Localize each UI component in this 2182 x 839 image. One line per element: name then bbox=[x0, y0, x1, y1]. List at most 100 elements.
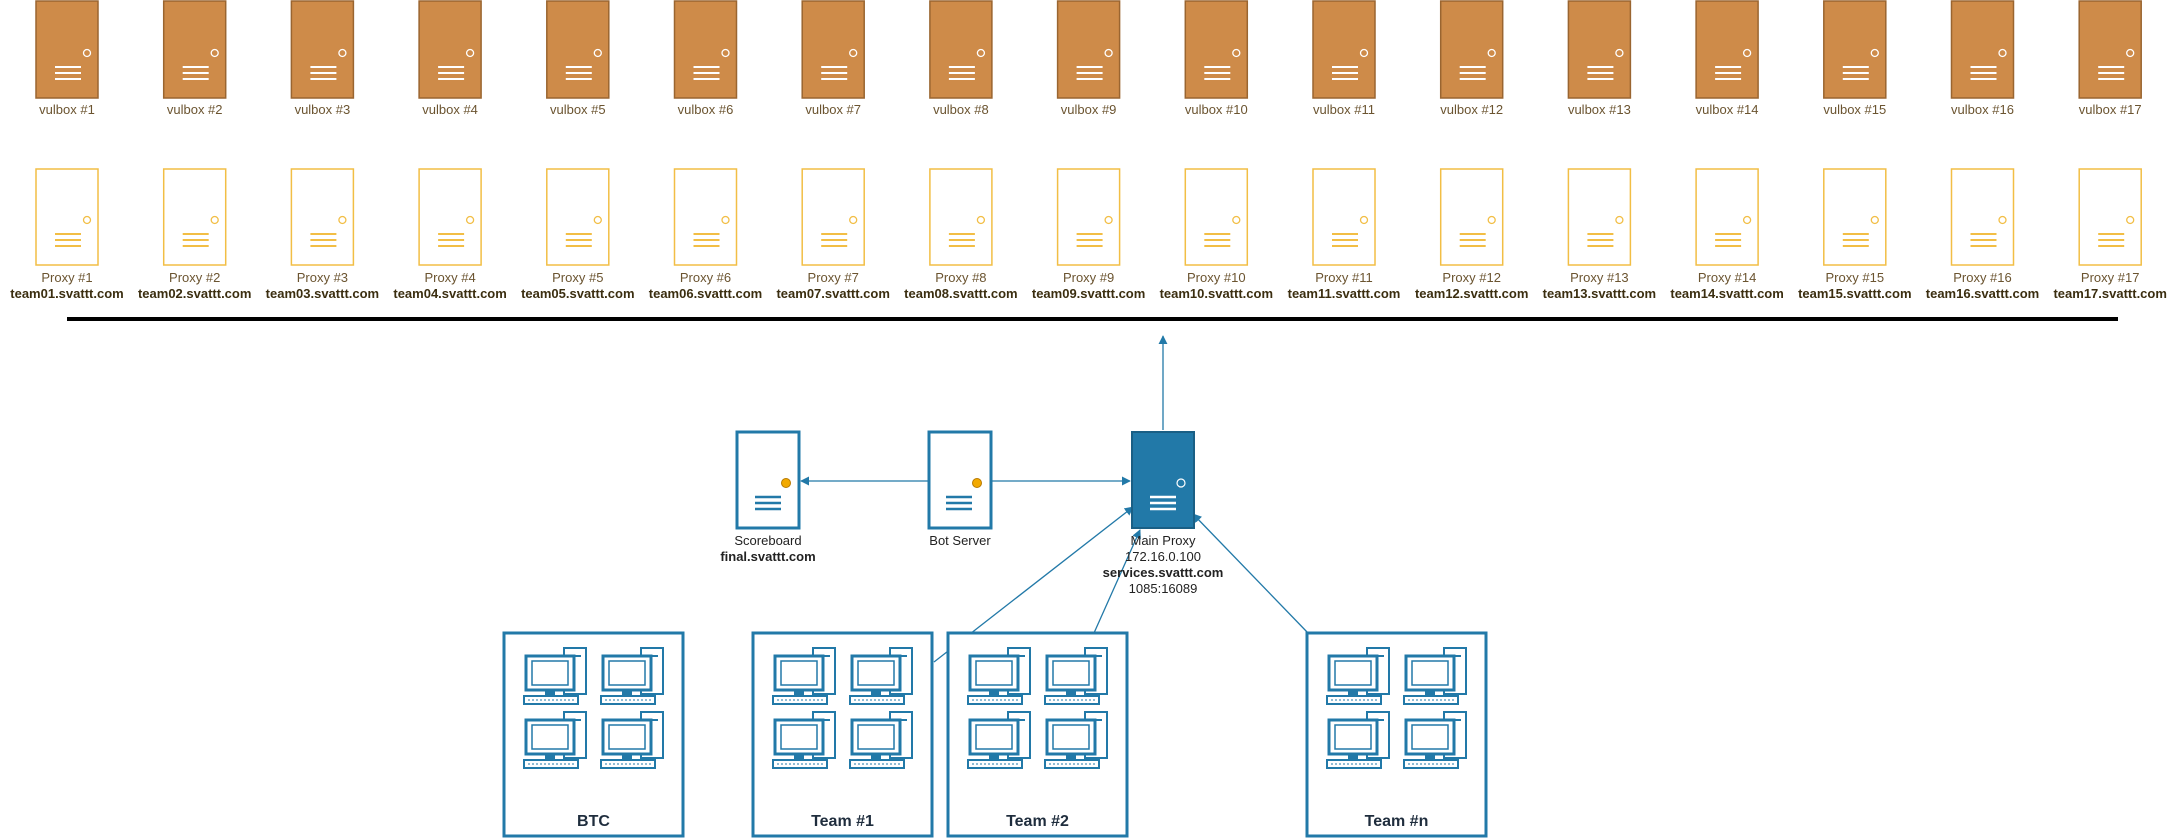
vulbox-label: vulbox #14 bbox=[1696, 102, 1759, 117]
main-proxy-server: Main Proxy 172.16.0.100 services.svattt.… bbox=[1103, 431, 1224, 596]
proxy-host: team08.svattt.com bbox=[904, 286, 1017, 301]
proxy-label: Proxy #5 bbox=[552, 270, 603, 285]
vulbox-label: vulbox #17 bbox=[2079, 102, 2142, 117]
main-proxy-ip: 172.16.0.100 bbox=[1125, 549, 1201, 564]
main-proxy-host: services.svattt.com bbox=[1103, 565, 1224, 580]
vulbox-label: vulbox #13 bbox=[1568, 102, 1631, 117]
team-network-box: BTC bbox=[502, 631, 685, 838]
proxy-label: Proxy #4 bbox=[424, 270, 475, 285]
proxy-label: Proxy #10 bbox=[1187, 270, 1246, 285]
scoreboard-label: Scoreboard bbox=[734, 533, 801, 548]
proxy-host: team01.svattt.com bbox=[10, 286, 123, 301]
vulbox-server: vulbox #11 bbox=[1312, 0, 1376, 117]
desktop-computer-icon bbox=[1326, 711, 1390, 769]
desktop-computer-icon bbox=[967, 647, 1031, 705]
scoreboard-server: Scoreboard final.svattt.com bbox=[720, 430, 816, 564]
proxy-host: team06.svattt.com bbox=[649, 286, 762, 301]
team-name-label: Team #n bbox=[1365, 813, 1429, 830]
proxy-label: Proxy #15 bbox=[1826, 270, 1885, 285]
desktop-computer-icon bbox=[772, 647, 836, 705]
vulbox-label: vulbox #10 bbox=[1185, 102, 1248, 117]
vulbox-server: vulbox #2 bbox=[162, 0, 227, 117]
proxy-label: Proxy #1 bbox=[41, 270, 92, 285]
team-network-box: Team #1 bbox=[751, 631, 934, 838]
vulbox-label: vulbox #9 bbox=[1061, 102, 1117, 117]
vulbox-server: vulbox #17 bbox=[2078, 0, 2142, 117]
vulbox-server: vulbox #8 bbox=[929, 0, 993, 117]
proxy-host: team05.svattt.com bbox=[521, 286, 634, 301]
desktop-computer-icon bbox=[600, 647, 664, 705]
proxy-label: Proxy #17 bbox=[2081, 270, 2140, 285]
proxy-host: team17.svattt.com bbox=[2053, 286, 2166, 301]
proxy-label: Proxy #2 bbox=[169, 270, 220, 285]
desktop-computer-icon bbox=[849, 711, 913, 769]
team-name-label: Team #1 bbox=[811, 813, 874, 830]
desktop-computer-icon bbox=[1044, 711, 1108, 769]
proxy-host: team09.svattt.com bbox=[1032, 286, 1145, 301]
connectors bbox=[800, 335, 1309, 663]
team-name-label: BTC bbox=[577, 813, 610, 830]
scoreboard-host: final.svattt.com bbox=[720, 549, 815, 564]
bot-server-label: Bot Server bbox=[929, 533, 991, 548]
vulbox-label: vulbox #7 bbox=[805, 102, 861, 117]
vulbox-label: vulbox #8 bbox=[933, 102, 989, 117]
proxy-host: team12.svattt.com bbox=[1415, 286, 1528, 301]
vulbox-label: vulbox #11 bbox=[1313, 102, 1375, 117]
proxy-host: team04.svattt.com bbox=[393, 286, 506, 301]
vulbox-label: vulbox #2 bbox=[167, 102, 223, 117]
vulbox-label: vulbox #3 bbox=[295, 102, 351, 117]
proxy-host: team13.svattt.com bbox=[1543, 286, 1656, 301]
proxy-label: Proxy #14 bbox=[1698, 270, 1757, 285]
bot-server-icon bbox=[927, 430, 993, 530]
team-boxes: BTC Team #1 Team #2 Team #n bbox=[502, 631, 1488, 838]
main-proxy-server-icon bbox=[1131, 431, 1195, 529]
proxy-label: Proxy #8 bbox=[935, 270, 986, 285]
proxy-host: team14.svattt.com bbox=[1670, 286, 1783, 301]
proxy-host: team15.svattt.com bbox=[1798, 286, 1911, 301]
vulbox-row: vulbox #1 vulbox #2 vulbox #3 vulbox #4 vulb… bbox=[35, 0, 2142, 117]
desktop-computer-icon bbox=[1044, 647, 1108, 705]
vulbox-label: vulbox #1 bbox=[39, 102, 95, 117]
teamn-to-main-proxy-arrow bbox=[1192, 513, 1309, 634]
main-proxy-label: Main Proxy bbox=[1130, 533, 1196, 548]
vulbox-server: vulbox #3 bbox=[290, 0, 355, 117]
proxy-host: team11.svattt.com bbox=[1288, 286, 1401, 301]
proxy-host: team02.svattt.com bbox=[138, 286, 251, 301]
vulbox-server: vulbox #16 bbox=[1950, 0, 2015, 117]
vulbox-server: vulbox #9 bbox=[1056, 0, 1121, 117]
vulbox-label: vulbox #12 bbox=[1440, 102, 1503, 117]
vulbox-server: vulbox #13 bbox=[1567, 0, 1632, 117]
proxy-label: Proxy #12 bbox=[1442, 270, 1501, 285]
team-network-box: Team #2 bbox=[946, 631, 1129, 838]
team-proxy-server-icon bbox=[1439, 168, 1504, 266]
proxy-label: Proxy #6 bbox=[680, 270, 731, 285]
desktop-computer-icon bbox=[523, 711, 587, 769]
vulbox-server: vulbox #6 bbox=[673, 0, 738, 117]
team2-to-main-proxy-arrow bbox=[1093, 529, 1141, 634]
proxy-host: team03.svattt.com bbox=[266, 286, 379, 301]
vulbox-label: vulbox #4 bbox=[422, 102, 478, 117]
vulbox-server: vulbox #14 bbox=[1695, 0, 1759, 117]
main-proxy-ports: 1085:16089 bbox=[1129, 581, 1198, 596]
vulbox-server: vulbox #15 bbox=[1823, 0, 1887, 117]
desktop-computer-icon bbox=[849, 647, 913, 705]
vulbox-label: vulbox #6 bbox=[678, 102, 734, 117]
desktop-computer-icon bbox=[1403, 711, 1467, 769]
desktop-computer-icon bbox=[523, 647, 587, 705]
desktop-computer-icon bbox=[1403, 647, 1467, 705]
vulbox-server: vulbox #12 bbox=[1439, 0, 1504, 117]
proxy-host: team10.svattt.com bbox=[1160, 286, 1273, 301]
